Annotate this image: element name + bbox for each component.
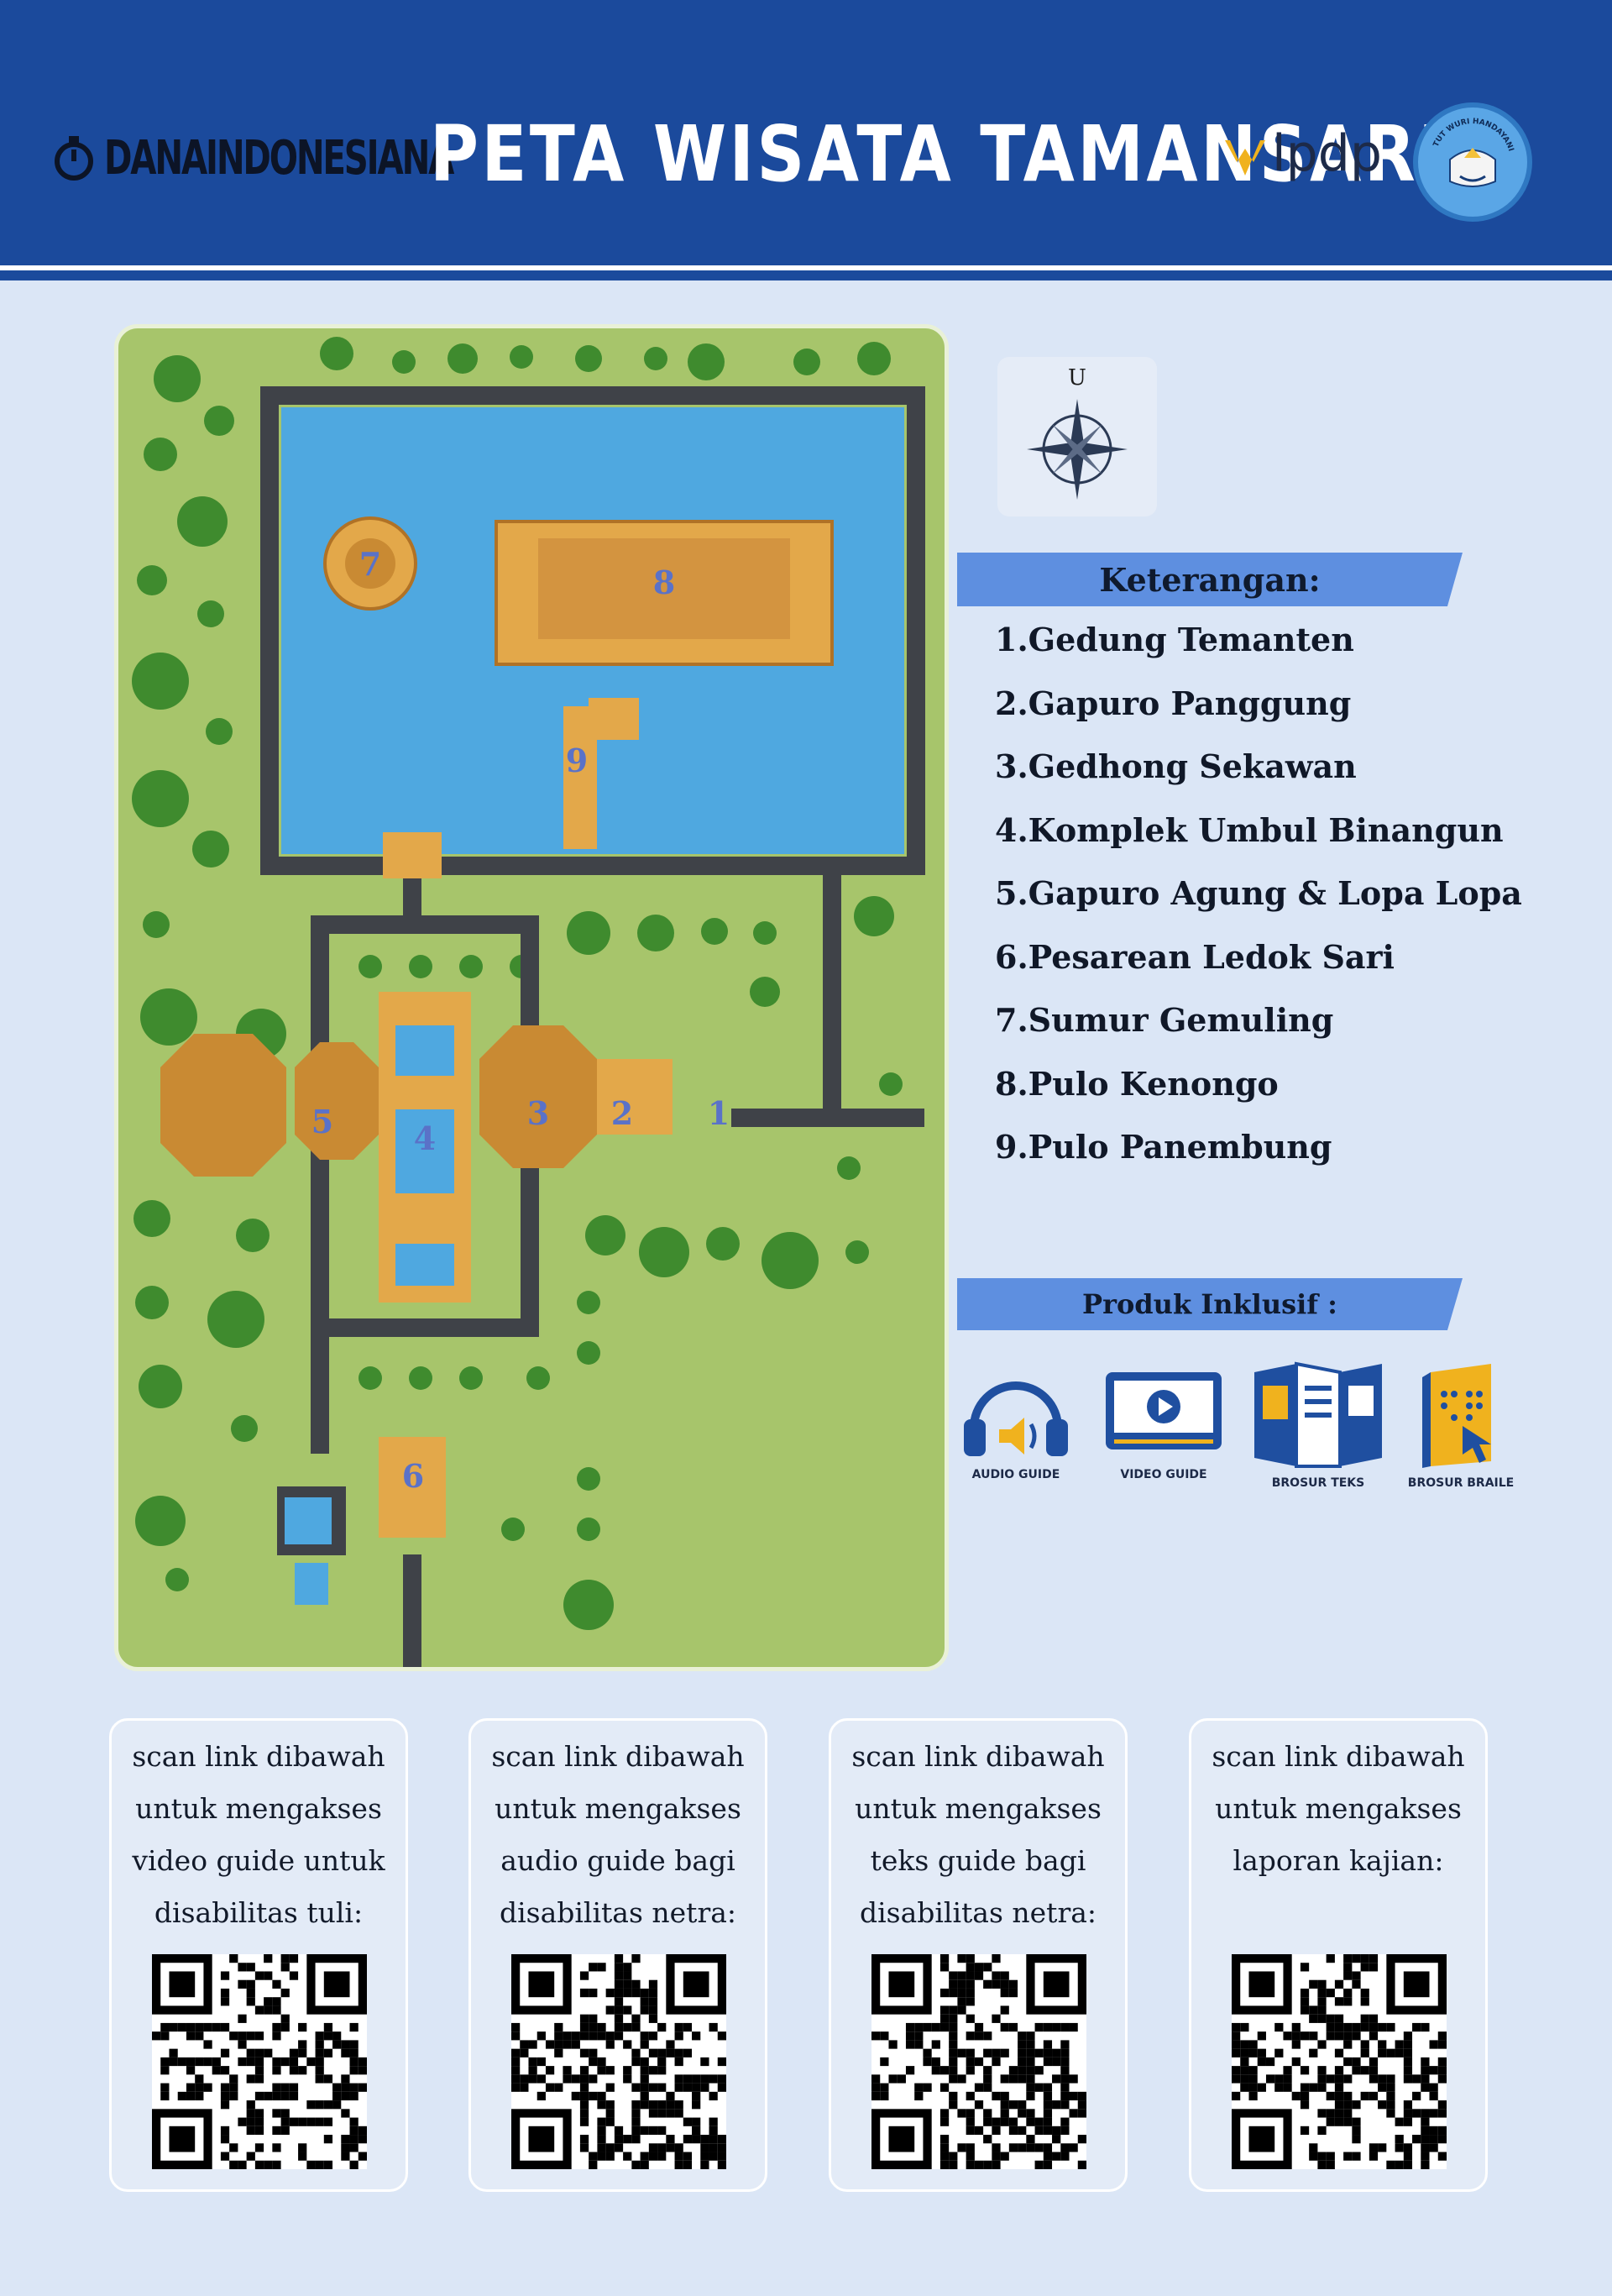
produk-banner: Produk Inklusif : — [957, 1278, 1463, 1330]
trees — [132, 337, 903, 1630]
header-divider — [0, 265, 1612, 270]
produk-title: Produk Inklusif : — [1082, 1288, 1337, 1320]
brochure-icon — [1254, 1361, 1382, 1468]
map-marker-9: 9 — [566, 742, 588, 779]
map-marker-7: 7 — [359, 545, 381, 583]
video-player-icon — [1106, 1372, 1222, 1449]
compass-icon — [1027, 399, 1128, 500]
header-stripe — [0, 270, 1612, 280]
headphones-icon — [964, 1381, 1068, 1456]
map-marker-3: 3 — [527, 1094, 549, 1132]
brosur-teks-label: BROSUR TEKS — [1271, 1476, 1365, 1490]
lpdp-logo: lpdp — [1222, 124, 1382, 183]
map-marker-6: 6 — [402, 1457, 424, 1495]
legend-item: 2.Gapuro Panggung — [995, 684, 1352, 722]
legend-item: 6.Pesarean Ledok Sari — [995, 937, 1395, 976]
dana-indonesiana-logo: DANAINDONESIANA — [52, 124, 589, 191]
compass-rose: U — [997, 357, 1157, 516]
map-marker-1: 1 — [708, 1094, 730, 1132]
emblem-text: TUT WURI HANDAYANI — [1432, 118, 1515, 153]
map-marker-2: 2 — [611, 1094, 633, 1132]
legend-item: 5.Gapuro Agung & Lopa Lopa — [995, 874, 1522, 912]
tamansari-map[interactable]: 1 2 3 4 5 6 7 8 9 — [114, 324, 949, 1671]
audio-guide-product[interactable]: AUDIO GUIDE — [949, 1360, 1083, 1481]
audio-guide-label: AUDIO GUIDE — [971, 1468, 1060, 1481]
qr-code[interactable] — [871, 1954, 1086, 2169]
map-marker-5: 5 — [311, 1103, 333, 1140]
brosur-braile-label: BROSUR BRAILE — [1407, 1476, 1515, 1490]
qr-code[interactable] — [1232, 1954, 1447, 2169]
legend-title: Keterangan: — [1099, 560, 1321, 599]
page-title: PETA WISATA TAMANSARI — [430, 109, 1447, 199]
legend-item: 9.Pulo Panembung — [995, 1128, 1332, 1166]
legend-item: 1.Gedung Temanten — [995, 621, 1354, 658]
map-marker-4: 4 — [414, 1119, 436, 1157]
stopwatch-icon — [55, 136, 93, 181]
brosur-braile-product[interactable]: BROSUR BRAILE — [1394, 1360, 1528, 1490]
legend-banner: Keterangan: — [957, 553, 1463, 606]
lpdp-text: lpdp — [1272, 124, 1382, 183]
video-guide-product[interactable]: VIDEO GUIDE — [1096, 1360, 1231, 1481]
qr-code[interactable] — [152, 1954, 367, 2169]
braille-icon — [1422, 1364, 1491, 1468]
legend-list: 1.Gedung Temanten 2.Gapuro Panggung 3.Ge… — [995, 613, 1522, 1184]
legend-item: 7.Sumur Gemuling — [995, 1001, 1334, 1039]
map-marker-8: 8 — [653, 564, 675, 601]
compass-north-label: U — [1068, 365, 1086, 391]
legend-item: 3.Gedhong Sekawan — [995, 747, 1357, 785]
brand-text: DANAINDONESIANA — [104, 130, 454, 186]
legend-item: 8.Pulo Kenongo — [995, 1064, 1279, 1103]
legend-item: 4.Komplek Umbul Binangun — [995, 810, 1504, 849]
tut-wuri-handayani-emblem: TUT WURI HANDAYANI — [1413, 102, 1532, 222]
svg-text:TUT WURI HANDAYANI: TUT WURI HANDAYANI — [1432, 118, 1515, 153]
header-bar — [0, 0, 1612, 265]
map-illustration: 1 2 3 4 5 6 7 8 9 — [132, 337, 925, 1667]
video-guide-label: VIDEO GUIDE — [1120, 1468, 1207, 1481]
lpdp-flame-icon — [1225, 140, 1265, 176]
qr-code[interactable] — [511, 1954, 726, 2169]
brosur-teks-product[interactable]: BROSUR TEKS — [1251, 1360, 1385, 1490]
